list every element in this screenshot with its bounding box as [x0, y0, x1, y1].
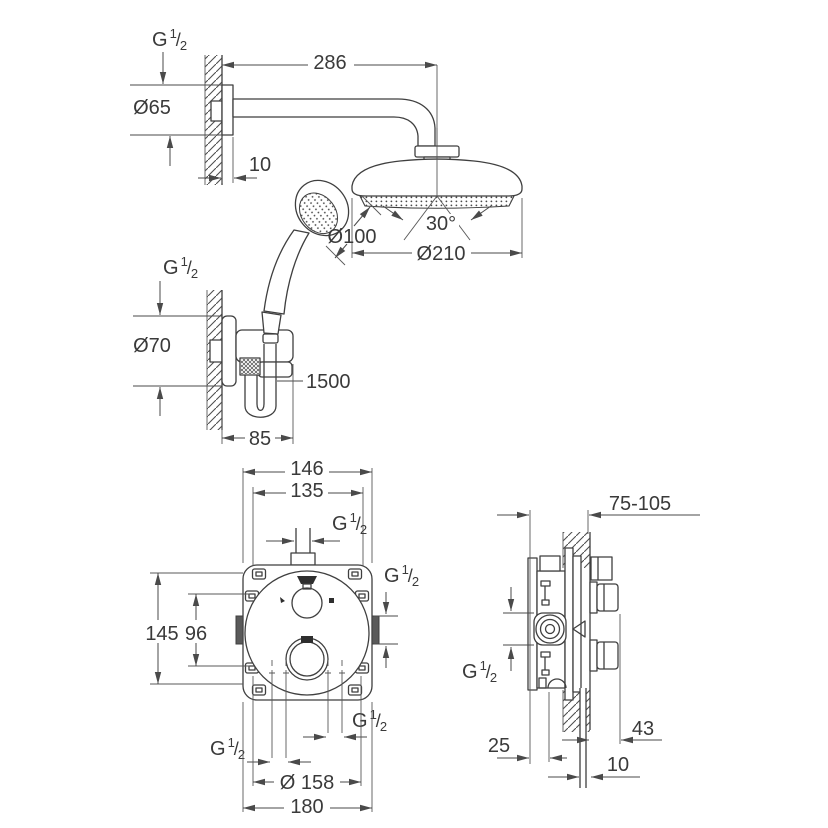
dim-label-100: Ø100: [328, 226, 377, 248]
dim-install-depth: 75-105: [497, 493, 700, 764]
dim-arm-flange: Ø65: [130, 84, 222, 166]
top-outlet-stub: [590, 556, 613, 581]
holder-nipple: [209, 339, 223, 363]
flow-direction-mark: [572, 620, 586, 638]
dim-label-85: 85: [249, 428, 271, 450]
hand-shower-handle: [263, 229, 310, 315]
dim-plate-96: 96: [183, 593, 250, 667]
dim-label-43: 43: [632, 718, 654, 740]
hand-shower-cone: [261, 311, 282, 335]
dim-label-96: 96: [185, 623, 207, 645]
thermostat-knob-side: [589, 639, 619, 672]
dim-hose-length: 1500: [277, 371, 351, 393]
dim-arm-length: 286: [222, 51, 438, 146]
dim-side-thread: [503, 587, 534, 671]
shower-hose: [244, 344, 277, 418]
dim-trim-diameter: Ø 158: [252, 676, 362, 794]
diverter-knob-side: [589, 581, 619, 614]
right-side-port: [371, 615, 380, 645]
hand-shower-face: [298, 192, 339, 235]
dim-label-135: 135: [290, 480, 323, 502]
dim-label-30deg: 30°: [426, 213, 456, 235]
dim-wall-offset: 10: [548, 754, 640, 781]
arm-nipple: [210, 100, 223, 122]
dim-label-1500: 1500: [306, 371, 351, 393]
dim-right-port-thread: [374, 592, 398, 668]
holder-escutcheon: [221, 315, 237, 387]
top-pipe-coupling: [290, 552, 316, 566]
diverter-knob: [291, 587, 323, 619]
dim-label-146: 146: [290, 458, 323, 480]
supply-connection: [533, 612, 567, 646]
dim-label-75-105: 75-105: [609, 493, 671, 515]
holder-bracket: [257, 361, 293, 378]
dim-recess-depth: 25: [488, 692, 567, 762]
diverter-handle: [297, 576, 317, 584]
dim-plate-145: 145: [141, 572, 243, 685]
dim-label-70: Ø70: [133, 335, 171, 357]
thermostat-knob: [285, 637, 329, 681]
dim-label-158: Ø 158: [280, 772, 334, 794]
dim-label-180: 180: [290, 796, 323, 818]
bottom-port-markers: [269, 660, 345, 758]
dim-label-210: Ø210: [417, 243, 466, 265]
dim-plate-180: 180: [242, 702, 373, 818]
left-side-port: [235, 615, 244, 645]
dim-label-10-top: 10: [249, 154, 271, 176]
dim-head-diameter: Ø210: [351, 198, 523, 265]
dim-holder-depth: 85: [221, 364, 294, 450]
dim-holder-flange: Ø70: [133, 315, 222, 416]
dim-label-145: 145: [145, 623, 178, 645]
trim-circle: [244, 570, 370, 696]
dim-plate-135: 135: [252, 480, 364, 566]
safety-button: [301, 636, 313, 643]
dim-hand-shower-diameter: Ø100: [325, 195, 382, 266]
spray-face: [359, 195, 515, 209]
dim-label-65: Ø65: [133, 97, 171, 119]
valve-internals: [538, 580, 567, 689]
hose-nut-knurl: [241, 359, 259, 374]
dim-plate-146: 146: [242, 458, 373, 563]
shower-arm: [232, 98, 436, 147]
dim-protrusion: 43: [562, 614, 662, 744]
arm-wall-flange: [221, 84, 234, 136]
dim-label-286: 286: [313, 52, 346, 74]
dim-label-10-side: 10: [607, 754, 629, 776]
dim-label-25: 25: [488, 735, 510, 757]
dim-flange-depth: 10: [198, 137, 271, 183]
dim-spray-angle: 30°: [382, 195, 492, 241]
